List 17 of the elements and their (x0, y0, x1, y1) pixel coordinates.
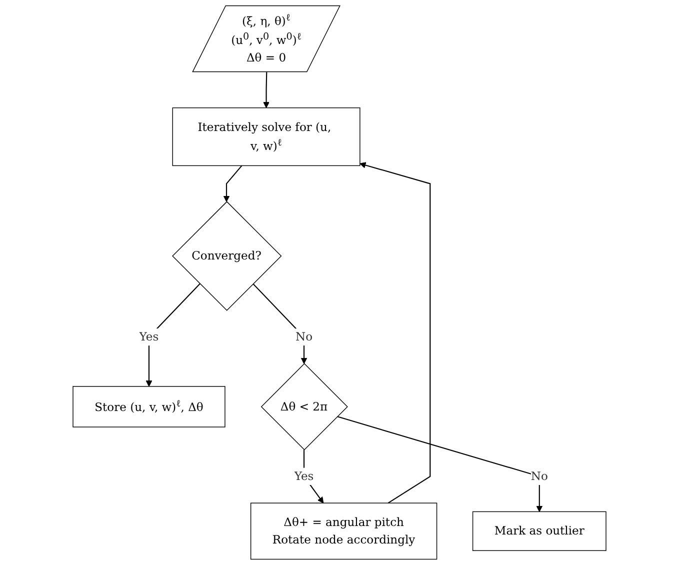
node-box: Store (u, v, w)$^{ℓ}$, Δθ (72, 386, 226, 428)
arrow (303, 450, 324, 504)
arrow (252, 283, 308, 364)
node-box: Iteratively solve for (u, v, w)$^{ℓ}$ (172, 107, 360, 166)
node-box: Δθ+ = angular pitch Rotate node accordingly (250, 502, 438, 560)
edge-label: No (530, 469, 548, 483)
node-box: Mark as outlier (472, 511, 606, 551)
node-diamond: Δθ < 2π (260, 363, 348, 450)
edge-label: Yes (139, 330, 159, 344)
arrow (360, 162, 431, 504)
edge-label: Yes (294, 469, 314, 483)
arrow (337, 416, 543, 512)
edge-label: No (296, 330, 313, 344)
arrow (223, 165, 242, 202)
arrow (146, 283, 200, 387)
node-diamond: Converged? (172, 201, 282, 311)
arrow (263, 72, 270, 108)
